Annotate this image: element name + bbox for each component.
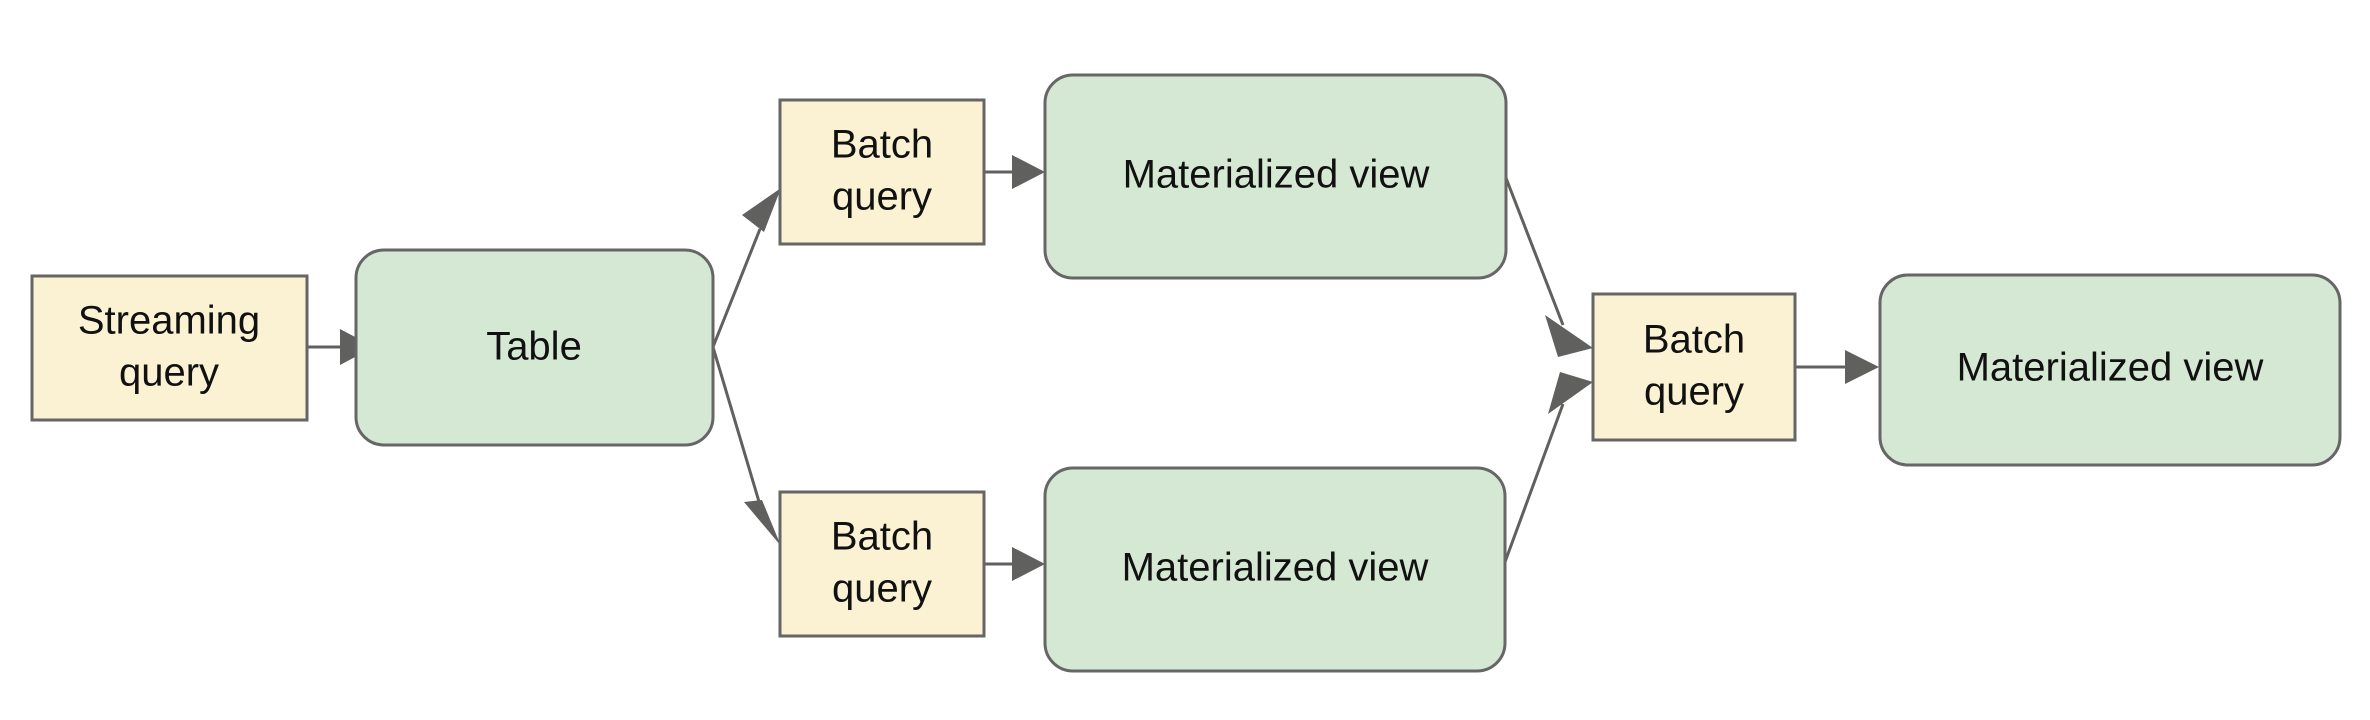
node-shape[interactable] xyxy=(778,98,986,246)
edge-line xyxy=(711,346,762,506)
node-shape[interactable] xyxy=(1591,292,1797,442)
node-shape[interactable] xyxy=(1878,273,2342,467)
node-label: Materialized view xyxy=(1123,153,1430,197)
edge-line xyxy=(711,228,762,348)
arrowhead-icon xyxy=(1845,350,1879,384)
node-label: query xyxy=(119,351,219,395)
node-materialized-view-final[interactable]: Materialized view xyxy=(1878,273,2342,467)
edge-mv-top-to-join xyxy=(1504,177,1593,357)
edge-batch-top-to-mv-top xyxy=(984,155,1045,189)
node-shape[interactable] xyxy=(778,490,986,638)
node-batch-query-bottom[interactable]: Batch query xyxy=(778,490,986,638)
arrowhead-icon xyxy=(1545,315,1593,357)
arrowhead-icon xyxy=(744,500,781,546)
node-batch-query-top[interactable]: Batch query xyxy=(778,98,986,246)
edge-table-to-batch-bottom xyxy=(711,346,781,546)
edge-table-to-batch-top xyxy=(711,188,781,348)
node-label: Batch xyxy=(831,123,933,167)
node-label: Batch xyxy=(831,515,933,559)
node-label: Batch xyxy=(1643,318,1745,362)
edge-line xyxy=(1503,403,1565,563)
node-shape[interactable] xyxy=(1043,466,1507,673)
arrowhead-icon xyxy=(742,188,781,232)
node-label: query xyxy=(832,567,932,611)
node-batch-query-join[interactable]: Batch query xyxy=(1591,292,1797,442)
node-label: query xyxy=(1644,370,1744,414)
edge-mv-bottom-to-join xyxy=(1503,372,1593,563)
node-streaming-query[interactable]: Streaming query xyxy=(30,274,309,422)
edge-batch-bottom-to-mv-bottom xyxy=(984,547,1045,581)
node-label: Materialized view xyxy=(1122,546,1429,590)
node-label: Table xyxy=(486,325,582,369)
edge-layer xyxy=(307,155,1879,581)
node-shape[interactable] xyxy=(354,248,715,447)
arrowhead-icon xyxy=(1548,372,1593,414)
node-materialized-view-top[interactable]: Materialized view xyxy=(1043,73,1508,280)
node-label: query xyxy=(832,175,932,219)
node-layer: Streaming query Table Batch query Materi… xyxy=(30,73,2342,673)
node-shape[interactable] xyxy=(30,274,309,422)
edge-join-to-mv-final xyxy=(1795,350,1879,384)
edge-line xyxy=(1504,177,1565,326)
arrowhead-icon xyxy=(1012,547,1045,581)
node-label: Streaming xyxy=(78,299,260,343)
node-materialized-view-bottom[interactable]: Materialized view xyxy=(1043,466,1507,673)
node-shape[interactable] xyxy=(1043,73,1508,280)
node-label: Materialized view xyxy=(1957,346,2264,390)
arrowhead-icon xyxy=(1012,155,1045,189)
node-table[interactable]: Table xyxy=(354,248,715,447)
